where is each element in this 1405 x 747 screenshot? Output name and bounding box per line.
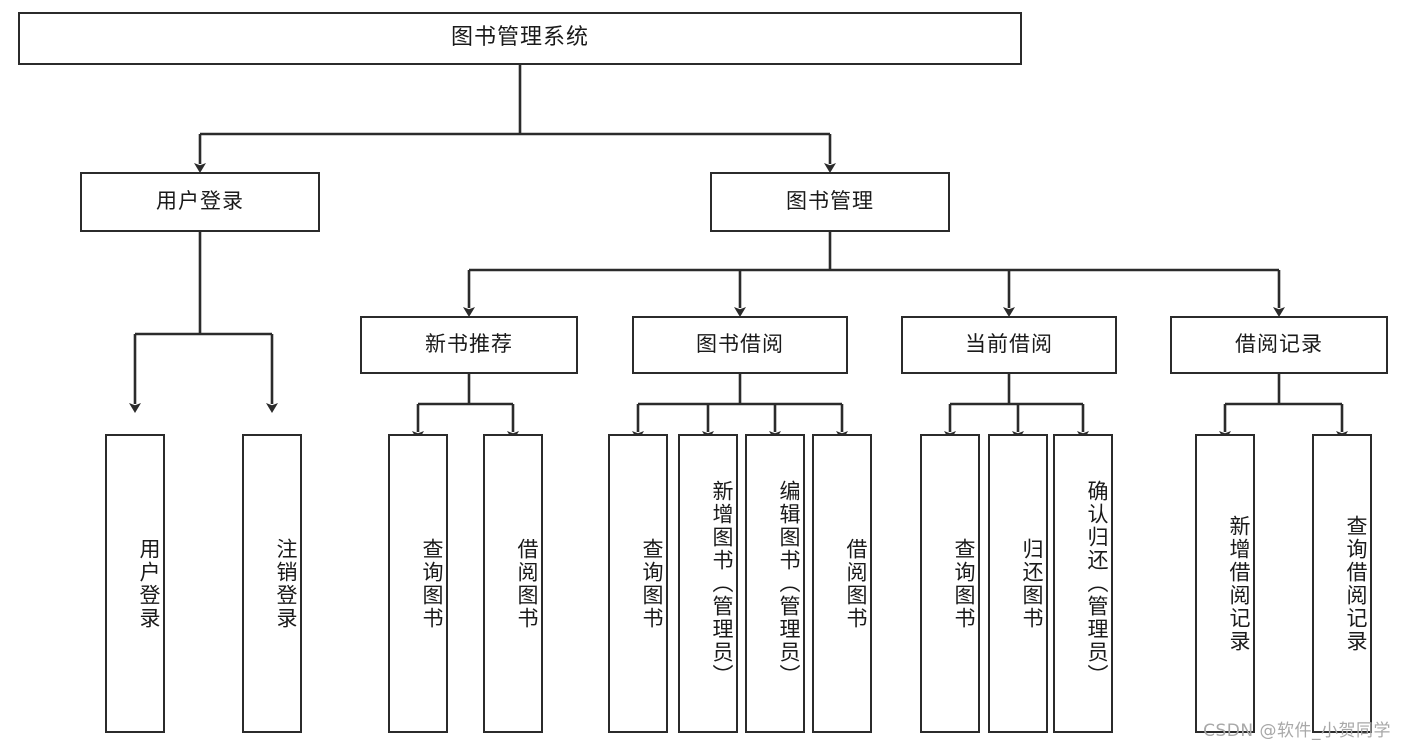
node-book-manage-label: 图书管理	[786, 189, 874, 214]
node-leaf-return-book[interactable]: 归还图书	[988, 434, 1048, 733]
node-user-login[interactable]: 用户登录	[80, 172, 320, 232]
node-root[interactable]: 图书管理系统	[18, 12, 1022, 65]
node-leaf-query-book-2-label: 查询图书	[640, 537, 664, 630]
node-current-borrow-label: 当前借阅	[965, 332, 1053, 357]
node-leaf-borrow-book-2-label: 借阅图书	[844, 537, 868, 630]
node-leaf-query-book-1[interactable]: 查询图书	[388, 434, 448, 733]
node-leaf-query-book-2[interactable]: 查询图书	[608, 434, 668, 733]
node-borrow-record-label: 借阅记录	[1235, 332, 1323, 357]
node-book-borrow-label: 图书借阅	[696, 332, 784, 357]
node-leaf-borrow-book-2[interactable]: 借阅图书	[812, 434, 872, 733]
node-user-login-label: 用户登录	[156, 189, 244, 214]
node-leaf-confirm-return[interactable]: 确认归还（管理员）	[1053, 434, 1113, 733]
node-leaf-query-record-label: 查询借阅记录	[1344, 514, 1368, 653]
node-leaf-query-book-3[interactable]: 查询图书	[920, 434, 980, 733]
node-leaf-return-book-label: 归还图书	[1020, 537, 1044, 630]
node-leaf-add-book-label: 新增图书（管理员）	[710, 480, 734, 687]
node-leaf-user-logout-label: 注销登录	[274, 537, 298, 630]
node-leaf-query-record[interactable]: 查询借阅记录	[1312, 434, 1372, 733]
node-leaf-query-book-3-label: 查询图书	[952, 537, 976, 630]
node-book-manage[interactable]: 图书管理	[710, 172, 950, 232]
node-borrow-record[interactable]: 借阅记录	[1170, 316, 1388, 374]
node-leaf-query-book-1-label: 查询图书	[420, 537, 444, 630]
node-leaf-add-book[interactable]: 新增图书（管理员）	[678, 434, 738, 733]
node-leaf-add-record[interactable]: 新增借阅记录	[1195, 434, 1255, 733]
node-book-borrow[interactable]: 图书借阅	[632, 316, 848, 374]
node-leaf-borrow-book-1-label: 借阅图书	[515, 537, 539, 630]
node-leaf-add-record-label: 新增借阅记录	[1227, 514, 1251, 653]
node-leaf-confirm-return-label: 确认归还（管理员）	[1085, 480, 1109, 687]
node-leaf-edit-book[interactable]: 编辑图书（管理员）	[745, 434, 805, 733]
node-leaf-edit-book-label: 编辑图书（管理员）	[777, 480, 801, 687]
node-leaf-user-login-label: 用户登录	[137, 537, 161, 630]
node-leaf-borrow-book-1[interactable]: 借阅图书	[483, 434, 543, 733]
node-current-borrow[interactable]: 当前借阅	[901, 316, 1117, 374]
node-leaf-user-login[interactable]: 用户登录	[105, 434, 165, 733]
node-root-label: 图书管理系统	[450, 25, 589, 51]
node-new-book-recommend-label: 新书推荐	[425, 332, 513, 357]
node-leaf-user-logout[interactable]: 注销登录	[242, 434, 302, 733]
watermark-text: CSDN @软件_小贺同学	[1203, 721, 1391, 741]
node-new-book-recommend[interactable]: 新书推荐	[360, 316, 578, 374]
